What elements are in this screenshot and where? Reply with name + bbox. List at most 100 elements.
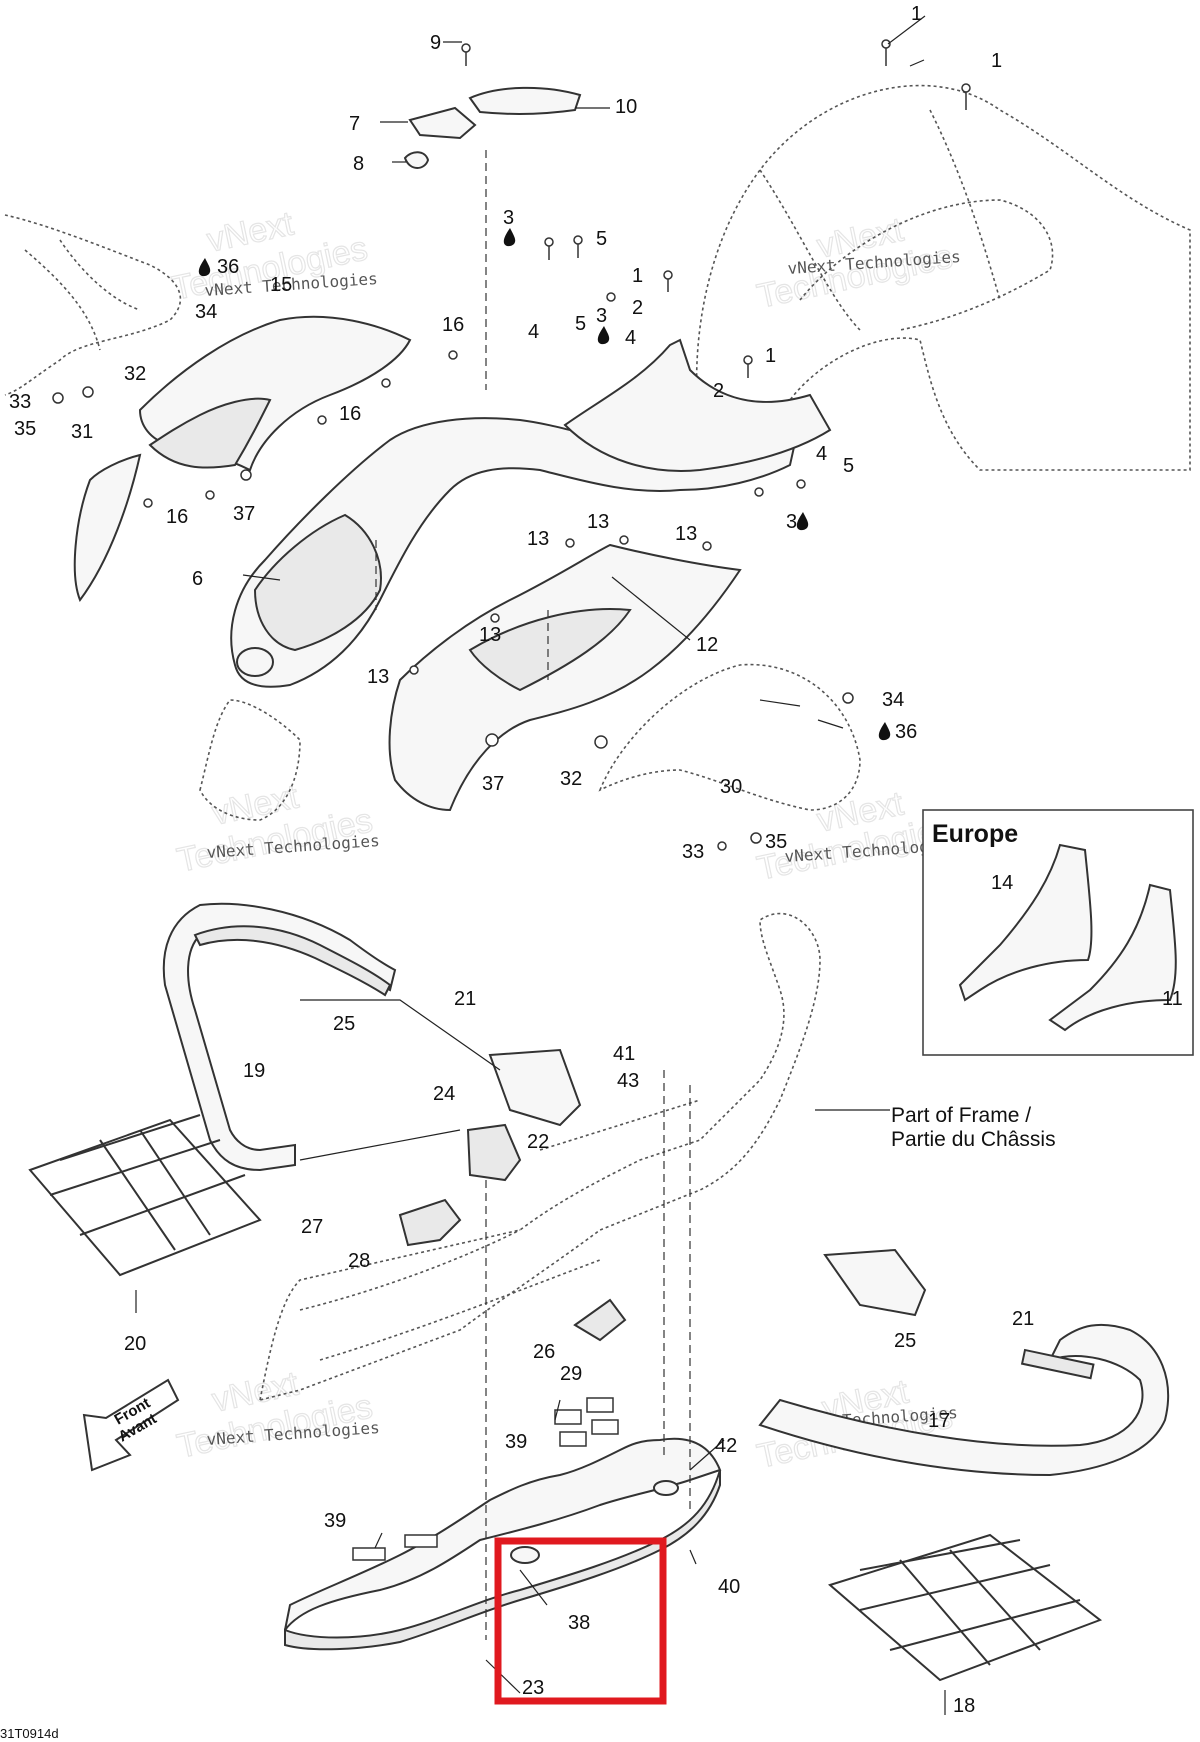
front-body-panel-hood bbox=[253, 513, 382, 652]
pad-group bbox=[352, 1397, 619, 1561]
callout-39: 39 bbox=[505, 1431, 527, 1453]
callout-16: 16 bbox=[339, 403, 361, 425]
right-footrest bbox=[827, 1533, 1103, 1682]
callout-group: 9 7 8 10 1 1 1 1 2 2 3 3 3 5 5 5 4 4 4 3… bbox=[9, 3, 1183, 1717]
right-footrest-panel-floor bbox=[468, 608, 632, 692]
callout-3: 3 bbox=[503, 207, 514, 229]
callout-26: 26 bbox=[533, 1341, 555, 1363]
callout-21: 21 bbox=[454, 988, 476, 1010]
front-left-fender-contour bbox=[24, 239, 141, 351]
callout-33: 33 bbox=[682, 841, 704, 863]
europe-side-panel-14 bbox=[958, 843, 1093, 1002]
callout-19: 19 bbox=[243, 1060, 265, 1082]
callout-37: 37 bbox=[482, 773, 504, 795]
callout-6: 6 bbox=[192, 568, 203, 590]
callout-29: 29 bbox=[560, 1363, 582, 1385]
callout-5: 5 bbox=[843, 455, 854, 477]
callout-25: 25 bbox=[333, 1013, 355, 1035]
callout-17: 17 bbox=[928, 1410, 950, 1432]
front-body-panel-light bbox=[236, 647, 274, 677]
skid-plate-hole bbox=[653, 1480, 679, 1496]
callout-18: 18 bbox=[953, 1695, 975, 1717]
callout-34: 34 bbox=[882, 689, 904, 711]
rear-bumper-bracket bbox=[1020, 1348, 1095, 1380]
assembly-line bbox=[375, 540, 549, 680]
callout-39: 39 bbox=[324, 1510, 346, 1532]
callout-20: 20 bbox=[124, 1333, 146, 1355]
callout-1: 1 bbox=[632, 265, 643, 287]
callout-12: 12 bbox=[696, 634, 718, 656]
bracket-26 bbox=[573, 1298, 627, 1342]
callout-41: 41 bbox=[613, 1043, 635, 1065]
rear-fender-contour bbox=[759, 109, 1001, 331]
callout-13: 13 bbox=[479, 624, 501, 646]
droplet-icon bbox=[503, 228, 516, 247]
callout-13: 13 bbox=[587, 511, 609, 533]
callout-16: 16 bbox=[166, 506, 188, 528]
callout-2: 2 bbox=[713, 380, 724, 402]
rear-bumper bbox=[758, 1323, 1170, 1477]
center-tank-panel bbox=[563, 338, 832, 472]
left-side-panel-flap bbox=[73, 453, 142, 603]
footpeg-front bbox=[488, 1048, 582, 1127]
clip-part bbox=[408, 106, 477, 140]
callout-23: 23 bbox=[522, 1677, 544, 1699]
callout-30: 30 bbox=[720, 776, 742, 798]
callout-4: 4 bbox=[528, 321, 539, 343]
callout-34: 34 bbox=[195, 301, 217, 323]
droplet-icon bbox=[597, 326, 610, 345]
callout-16: 16 bbox=[442, 314, 464, 336]
callout-1: 1 bbox=[991, 50, 1002, 72]
droplet-icon bbox=[198, 258, 211, 277]
front-body-panel bbox=[230, 417, 802, 688]
callout-42: 42 bbox=[715, 1435, 737, 1457]
fastener-group bbox=[52, 39, 971, 851]
callout-32: 32 bbox=[560, 768, 582, 790]
highlight-box-part-38 bbox=[494, 1537, 667, 1705]
callout-32: 32 bbox=[124, 363, 146, 385]
callout-7: 7 bbox=[349, 113, 360, 135]
callout-43: 43 bbox=[617, 1070, 639, 1092]
callout-40: 40 bbox=[718, 1576, 740, 1598]
front-wheel-well bbox=[199, 699, 301, 821]
drawing-code: 31T0914d bbox=[0, 1726, 59, 1741]
frame-label-en: Part of Frame / bbox=[891, 1104, 1031, 1127]
callout-38: 38 bbox=[568, 1612, 590, 1634]
retainer-part bbox=[468, 86, 582, 116]
callout-21: 21 bbox=[1012, 1308, 1034, 1330]
callout-22: 22 bbox=[527, 1131, 549, 1153]
europe-side-panel-11 bbox=[1048, 883, 1177, 1032]
callout-36: 36 bbox=[895, 721, 917, 743]
rear-fender-outline bbox=[695, 84, 1191, 471]
rear-wheel-well bbox=[598, 663, 861, 811]
left-side-panel-lower bbox=[148, 397, 272, 469]
callout-10: 10 bbox=[615, 96, 637, 118]
left-footrest bbox=[28, 1114, 262, 1277]
callout-31: 31 bbox=[71, 421, 93, 443]
callout-28: 28 bbox=[348, 1250, 370, 1272]
frame-label-fr: Partie du Châssis bbox=[891, 1128, 1056, 1151]
droplet-icon bbox=[796, 512, 809, 531]
skid-plate bbox=[284, 1437, 722, 1631]
callout-4: 4 bbox=[816, 443, 827, 465]
front-bumper-bar bbox=[193, 925, 392, 997]
droplet-icon bbox=[878, 722, 891, 741]
callout-37: 37 bbox=[233, 503, 255, 525]
callout-2: 2 bbox=[632, 297, 643, 319]
callout-14: 14 bbox=[991, 872, 1013, 894]
callout-5: 5 bbox=[596, 228, 607, 250]
main-frame bbox=[258, 912, 821, 1402]
europe-inset-title: Europe bbox=[932, 820, 1018, 848]
callout-36: 36 bbox=[217, 256, 239, 278]
callout-13: 13 bbox=[527, 528, 549, 550]
main-frame-rail bbox=[299, 1099, 701, 1361]
callout-1: 1 bbox=[765, 345, 776, 367]
callout-5: 5 bbox=[575, 313, 586, 335]
front-left-fender-outline bbox=[4, 214, 182, 396]
callout-24: 24 bbox=[433, 1083, 455, 1105]
callout-9: 9 bbox=[430, 32, 441, 54]
bracket-28 bbox=[398, 1198, 462, 1247]
front-direction-arrow: Front Avant bbox=[82, 1378, 180, 1472]
callout-4: 4 bbox=[625, 327, 636, 349]
